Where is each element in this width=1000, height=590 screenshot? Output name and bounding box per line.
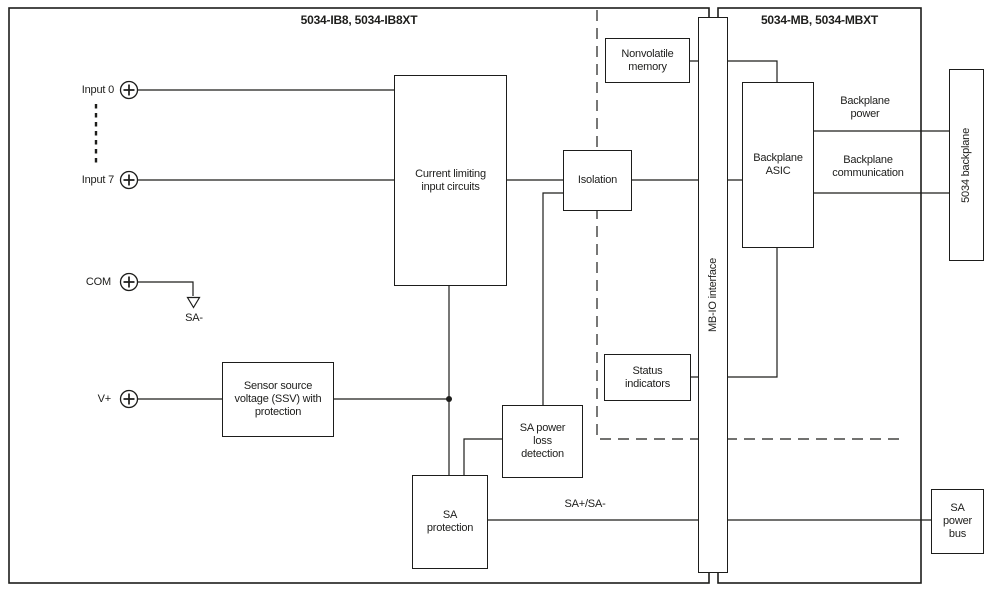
- block-mb-io-interface-label: MB-IO interface: [706, 257, 719, 333]
- block-status-indicators: Status indicators: [604, 354, 691, 401]
- left-module-title: 5034-IB8, 5034-IB8XT: [300, 13, 418, 27]
- terminal-label-input7: Input 7: [81, 174, 114, 186]
- left-module-border: [8, 7, 710, 584]
- wire-label-sa-plus-minus: SA+/SA-: [564, 498, 606, 510]
- block-ssv: Sensor source voltage (SSV) with protect…: [222, 362, 334, 437]
- terminal-label-input0: Input 0: [81, 84, 114, 96]
- block-sa-protection: SA protection: [412, 475, 488, 569]
- block-5034-backplane-label: 5034 backplane: [960, 127, 973, 203]
- block-current-limiting: Current limiting input circuits: [394, 75, 507, 286]
- block-backplane-asic: Backplane ASIC: [742, 82, 814, 248]
- block-mb-io-interface: MB-IO interface: [698, 17, 728, 573]
- block-sa-power-bus: SA power bus: [931, 489, 984, 554]
- screw-terminal-icon-input0: [119, 80, 139, 100]
- wire-label-backplane-power: Backplane power: [840, 95, 890, 120]
- wire-label-sa-minus: SA-: [185, 312, 203, 324]
- block-status-indicators-label: Status indicators: [624, 364, 671, 390]
- block-sa-power-loss-detection: SA power loss detection: [502, 405, 583, 478]
- block-sa-power-bus-label: SA power bus: [943, 502, 972, 540]
- terminal-label-com: COM: [85, 276, 111, 288]
- block-nonvolatile-memory-label: Nonvolatile memory: [621, 47, 674, 73]
- block-isolation-label: Isolation: [577, 174, 618, 187]
- isolation-boundary-dashed-line: [596, 10, 903, 440]
- screw-terminal-icon-com: [119, 272, 139, 292]
- block-nonvolatile-memory: Nonvolatile memory: [605, 38, 690, 83]
- wire-lines: [138, 60, 949, 521]
- ground-arrow-icon: [186, 296, 201, 309]
- screw-terminal-icon-vplus: [119, 389, 139, 409]
- terminal-icons: [119, 80, 139, 409]
- block-backplane-asic-label: Backplane ASIC: [753, 152, 803, 177]
- block-isolation: Isolation: [563, 150, 632, 211]
- screw-terminal-icon-input7: [119, 170, 139, 190]
- block-sa-protection-label: SA protection: [426, 509, 474, 534]
- right-module-title: 5034-MB, 5034-MBXT: [760, 13, 879, 27]
- block-ssv-label: Sensor source voltage (SSV) with protect…: [234, 380, 322, 418]
- block-5034-backplane: 5034 backplane: [949, 69, 984, 261]
- terminal-label-vplus: V+: [97, 393, 112, 405]
- wire-label-backplane-communication: Backplane communication: [832, 154, 904, 179]
- junction-dot: [446, 396, 452, 402]
- block-current-limiting-label: Current limiting input circuits: [415, 167, 486, 193]
- block-sa-power-loss-detection-label: SA power loss detection: [519, 422, 566, 460]
